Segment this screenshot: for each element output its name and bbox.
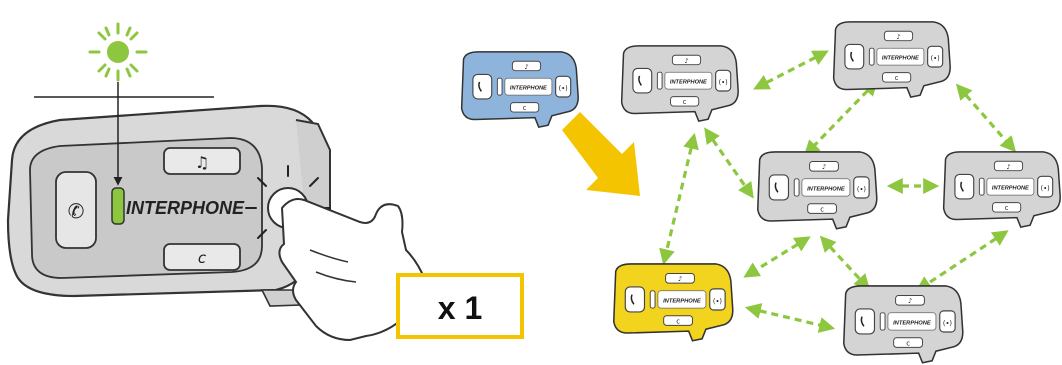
finger-press-icon (278, 198, 428, 342)
link-a (753, 50, 829, 90)
sun-icon (88, 22, 148, 82)
link-j (744, 303, 836, 333)
music-note-icon: ♫ (195, 153, 209, 172)
device-mesh-2 (832, 21, 951, 98)
device-mesh-5 (842, 285, 964, 364)
link-b (659, 132, 699, 266)
link-c (704, 127, 754, 199)
phone-button: ✆ (55, 171, 97, 249)
link-d (803, 79, 879, 157)
device-new-blue (460, 51, 579, 128)
link-e (955, 83, 1017, 153)
link-i (915, 230, 1009, 292)
press-count-label: x 1 (438, 290, 482, 326)
music-button: ♫ (163, 147, 241, 175)
device-highlight-yellow (612, 263, 734, 342)
press-count-box: x 1 (396, 273, 524, 339)
c-button-label: c (198, 249, 207, 267)
diagonal-arrow-icon (562, 112, 640, 196)
large-device: ✆ ♫ c INTERPHONE (6, 104, 331, 307)
device-mesh-3 (756, 151, 878, 230)
device-mesh-1 (620, 45, 739, 122)
link-g (743, 236, 811, 278)
phone-icon: ✆ (68, 199, 85, 223)
device-mesh-4 (942, 151, 1061, 228)
c-button: c (163, 243, 241, 271)
status-led (111, 187, 125, 225)
mesh-links (659, 50, 1017, 333)
link-h (819, 235, 871, 291)
brand-label: INTERPHONE (126, 198, 245, 218)
